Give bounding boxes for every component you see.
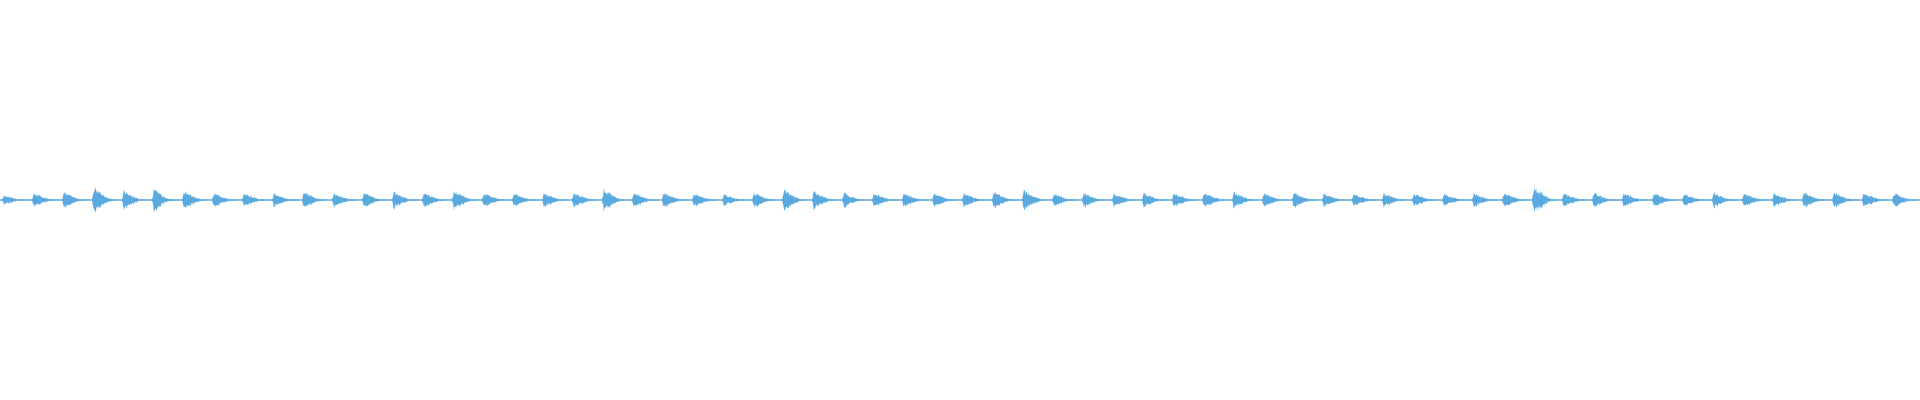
waveform-beat [1442,193,1466,206]
waveform-beat [212,192,236,207]
waveform-beat [1382,192,1406,209]
waveform-beat [692,193,716,208]
waveform-beat [962,192,986,208]
waveform-beat [1472,192,1496,208]
waveform-beat [62,191,86,209]
waveform-beat [452,190,476,211]
waveform-beat [1832,192,1856,209]
waveform-beat [632,193,656,208]
waveform-beat [1592,192,1616,208]
waveform-beat [1742,194,1766,206]
waveform-beat [272,193,296,208]
waveform-beat [1142,192,1166,209]
waveform-beat [332,192,356,209]
waveform-beat [872,192,896,207]
waveform-beat [932,193,956,207]
waveform-beat [1322,193,1346,208]
waveform-beat [1802,192,1826,208]
waveform-beat [122,190,146,211]
waveform-beat [992,192,1016,209]
waveform-beat [1022,190,1046,211]
waveform-beat [32,192,56,208]
waveform-beat [1202,193,1226,207]
waveform-beat [1412,194,1436,206]
waveform-beat [1622,193,1646,207]
waveform-beat [512,193,536,207]
waveform-beat [902,193,926,207]
waveform-beat [1892,193,1916,207]
waveform-beat [1682,193,1706,207]
waveform-beat [92,187,116,214]
waveform-beat [1502,193,1526,207]
waveform-beat [1172,194,1196,207]
waveform-beat [722,194,746,207]
waveform-beat [662,192,686,208]
waveform-beat [482,193,506,207]
waveform-beat [1562,193,1586,207]
waveform-beat [1232,191,1256,209]
waveform-beat [302,192,326,208]
waveform-beat [812,191,836,210]
waveform-beat [1292,192,1316,209]
waveform-beat [1052,193,1076,207]
waveform-beat [182,190,206,209]
waveform-beat [2,195,26,206]
waveform-beat [1352,194,1376,206]
waveform-beat [1082,192,1106,209]
waveform-beat [1532,187,1556,212]
waveform-beat [782,189,806,211]
waveform-beat [752,192,776,208]
waveform-beat [1262,193,1286,207]
waveform-beat [1112,193,1136,208]
waveform-beat [572,192,596,208]
waveform-beat [1652,193,1676,207]
waveform-beat [1772,192,1796,208]
waveform-beat [422,193,446,208]
waveform-beat [242,194,266,206]
waveform-beat [1712,192,1736,209]
waveform-beat [842,192,866,208]
waveform-beat [1862,193,1886,207]
waveform-beat [602,188,626,213]
waveform-beat [392,191,416,210]
waveform-beat [152,188,176,212]
waveform-beat [362,193,386,207]
waveform-beat [542,193,566,208]
